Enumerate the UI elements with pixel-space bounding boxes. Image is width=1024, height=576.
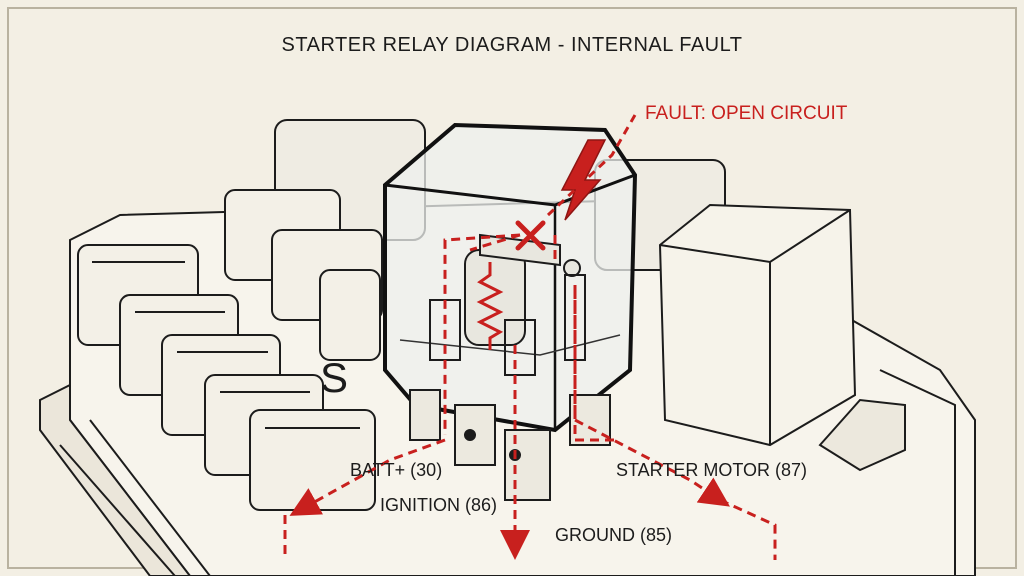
fault-leader-line — [546, 114, 637, 217]
diagram-title: STARTER RELAY DIAGRAM - INTERNAL FAULT — [282, 34, 743, 56]
x-mark-icon — [515, 220, 546, 251]
relay-terminals — [409, 389, 611, 501]
right-relay — [658, 203, 857, 447]
label-ground-85: GROUND (85) — [555, 525, 672, 545]
fault-label: FAULT: OPEN CIRCUIT — [645, 103, 848, 124]
resistor-coil-icon — [476, 262, 504, 350]
label-starter-87: STARTER MOTOR (87) — [616, 460, 807, 480]
circuit-paths — [283, 233, 777, 560]
label-ignition-86: IGNITION (86) — [380, 495, 497, 515]
label-batt-30: BATT+ (30) — [350, 460, 442, 480]
svg-text:S: S — [320, 354, 348, 401]
